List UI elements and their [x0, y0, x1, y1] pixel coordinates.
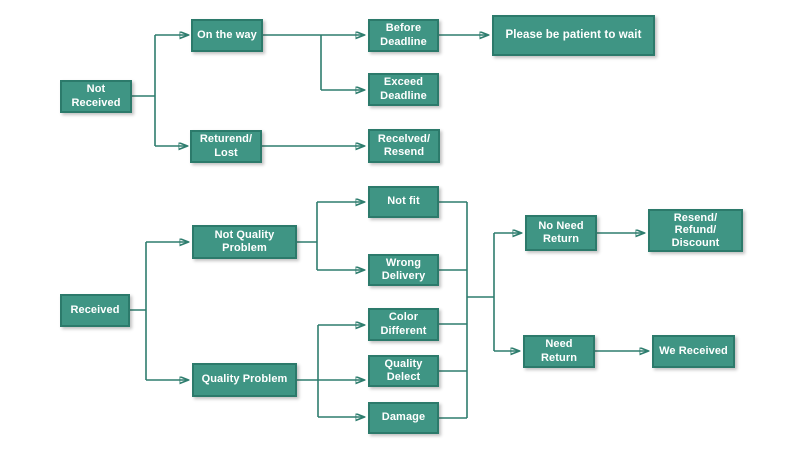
node-exceed-deadline: Exceed Deadline	[368, 73, 439, 106]
node-color-different: Color Different	[368, 308, 439, 341]
edge-merge-bus	[439, 201, 495, 419]
node-damage: Damage	[368, 402, 439, 434]
node-wrong-delivery: Wrong Delivery	[368, 254, 439, 286]
node-not-quality-problem: Not Quality Problem	[192, 225, 297, 259]
node-please-wait: Please be patient to wait	[492, 15, 655, 56]
node-no-need-return: No Need Return	[525, 215, 597, 251]
edge-received-trunk	[130, 242, 147, 380]
node-not-received: Not Received	[60, 80, 132, 113]
node-quality-problem: Quality Problem	[192, 363, 297, 397]
node-returned-lost: Returend/ Lost	[190, 130, 262, 163]
node-not-fit: Not fit	[368, 186, 439, 218]
node-before-deadline: Before Deadline	[368, 19, 439, 52]
edge-nqp-trunk	[297, 202, 318, 270]
node-resend-refund-discount: Resend/ Refund/ Discount	[648, 209, 743, 252]
node-we-received: We Received	[652, 335, 735, 368]
node-need-return: Need Return	[523, 335, 595, 368]
node-quality-delect: Quality Delect	[368, 355, 439, 387]
node-received-resend: Recelved/ Resend	[368, 129, 440, 163]
node-on-the-way: On the way	[191, 19, 263, 52]
node-received: Received	[60, 294, 130, 327]
edge-not-received-trunk	[132, 35, 156, 146]
